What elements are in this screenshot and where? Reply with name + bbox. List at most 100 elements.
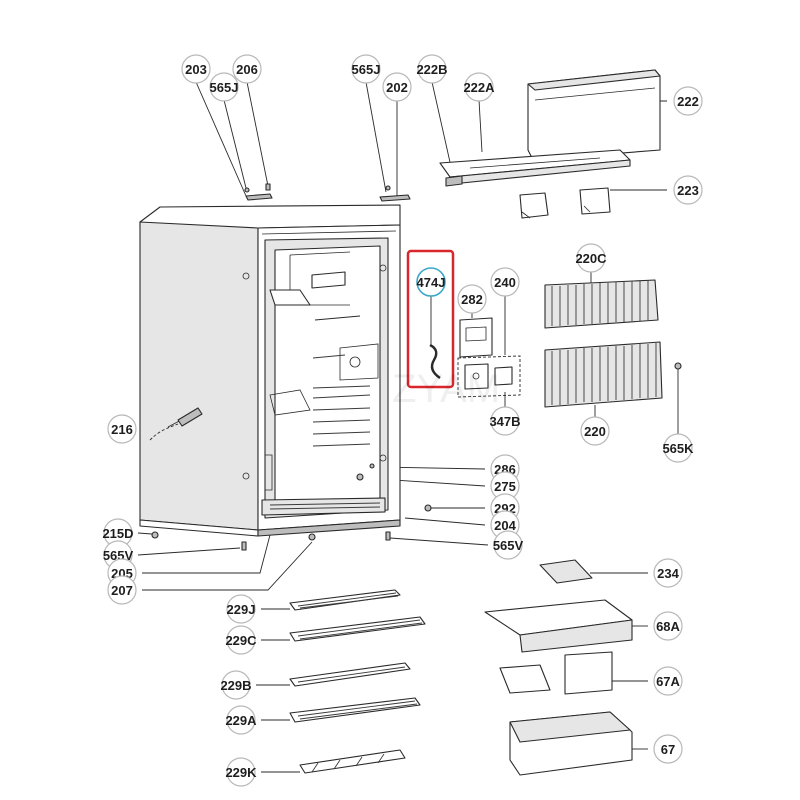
callout-label: 202 <box>386 80 408 95</box>
callout-222: 222 <box>673 86 703 116</box>
callout-label: 282 <box>461 292 483 307</box>
callout-label: 67 <box>661 742 675 757</box>
callout-222b: 222B <box>416 54 448 84</box>
callout-347b: 347B <box>489 406 521 436</box>
callout-circle <box>464 72 494 102</box>
drawer-parts <box>484 559 633 776</box>
callout-circle <box>226 594 256 624</box>
callout-circle <box>663 433 693 463</box>
shelves <box>289 589 426 774</box>
callout-circle <box>493 530 523 560</box>
callout-circle <box>673 175 703 205</box>
callout-circle <box>490 267 520 297</box>
callout-circle <box>351 54 381 84</box>
callout-216: 216 <box>107 414 137 444</box>
callout-206: 206 <box>232 54 262 84</box>
shelf-229k <box>299 749 406 774</box>
callout-label: 347B <box>489 414 520 429</box>
callout-67: 67 <box>653 734 683 764</box>
callout-275: 275 <box>490 471 520 501</box>
callout-label: 565J <box>210 80 239 95</box>
leader-lines <box>137 81 679 773</box>
fridge-cabinet <box>139 204 401 537</box>
callout-label: 207 <box>111 583 133 598</box>
callout-565v: 565V <box>493 530 524 560</box>
callout-220: 220 <box>580 416 610 446</box>
callout-565j: 565J <box>351 54 381 84</box>
callout-565k: 565K <box>662 433 694 463</box>
callout-label: 222B <box>416 62 447 77</box>
callout-label: 229K <box>225 765 257 780</box>
callout-label: 229C <box>225 633 257 648</box>
callout-229c: 229C <box>225 625 257 655</box>
callout-220c: 220C <box>575 243 607 273</box>
callout-label: 240 <box>494 275 516 290</box>
callout-circle <box>226 625 256 655</box>
callout-label: 229B <box>220 678 251 693</box>
callout-circle <box>490 406 520 436</box>
callout-label: 474J <box>417 275 446 290</box>
callout-label: 565J <box>352 62 381 77</box>
shelf-229a <box>289 697 421 723</box>
callout-474j: 474J <box>416 267 446 297</box>
callout-circle <box>382 72 412 102</box>
callout-bubbles: 203 206 565J 565J 202 222B 222A 222 223 220C 474J 2… <box>102 54 703 787</box>
callout-circle <box>221 670 251 700</box>
callout-circle <box>673 86 703 116</box>
callout-label: 203 <box>185 62 207 77</box>
callout-label: 229J <box>227 602 256 617</box>
callout-label: 216 <box>111 422 133 437</box>
callout-240: 240 <box>490 267 520 297</box>
callout-circle <box>653 558 683 588</box>
part-474j-highlight <box>406 249 455 389</box>
part-216-door-pin <box>149 407 203 441</box>
callout-229b: 229B <box>220 670 252 700</box>
callout-229j: 229J <box>226 594 256 624</box>
callout-label: 275 <box>494 479 516 494</box>
callout-label: 67A <box>656 674 680 689</box>
top-hinge-parts <box>244 183 411 202</box>
callout-222a: 222A <box>463 72 495 102</box>
callout-label: 565V <box>493 538 524 553</box>
callout-234: 234 <box>653 558 683 588</box>
callout-label: 222A <box>463 80 495 95</box>
callout-circle <box>232 54 262 84</box>
bottom-screws <box>151 463 432 551</box>
callout-circle <box>653 611 683 641</box>
callout-circle <box>226 757 256 787</box>
callout-circle <box>653 734 683 764</box>
callout-label: 204 <box>494 518 516 533</box>
callout-circle <box>576 243 606 273</box>
callout-circle <box>209 72 239 102</box>
callout-circle <box>653 666 683 696</box>
callout-label: 220C <box>575 251 607 266</box>
callout-label: 68A <box>656 619 680 634</box>
callout-circle <box>107 414 137 444</box>
callout-label: 234 <box>657 566 679 581</box>
callout-circle <box>457 284 487 314</box>
callout-565j: 565J <box>209 72 239 102</box>
callout-67a: 67A <box>653 666 683 696</box>
thermostat-parts <box>457 317 521 398</box>
callout-circle <box>226 705 256 735</box>
shelf-229c <box>289 616 426 642</box>
callout-label: 220 <box>584 424 606 439</box>
callout-282: 282 <box>457 284 487 314</box>
freezer-door-assembly <box>439 69 661 219</box>
shelf-229b <box>289 662 411 687</box>
callout-229k: 229K <box>225 757 257 787</box>
callout-202: 202 <box>382 72 412 102</box>
ventilation-grilles <box>544 279 682 408</box>
callout-203: 203 <box>181 54 211 84</box>
callout-circle <box>580 416 610 446</box>
callout-label: 206 <box>236 62 258 77</box>
callout-223: 223 <box>673 175 703 205</box>
callout-circle <box>416 267 446 297</box>
callout-label: 222 <box>677 94 699 109</box>
callout-label: 229A <box>225 713 257 728</box>
callout-229a: 229A <box>225 705 257 735</box>
callout-circle <box>417 54 447 84</box>
callout-label: 215D <box>102 526 133 541</box>
